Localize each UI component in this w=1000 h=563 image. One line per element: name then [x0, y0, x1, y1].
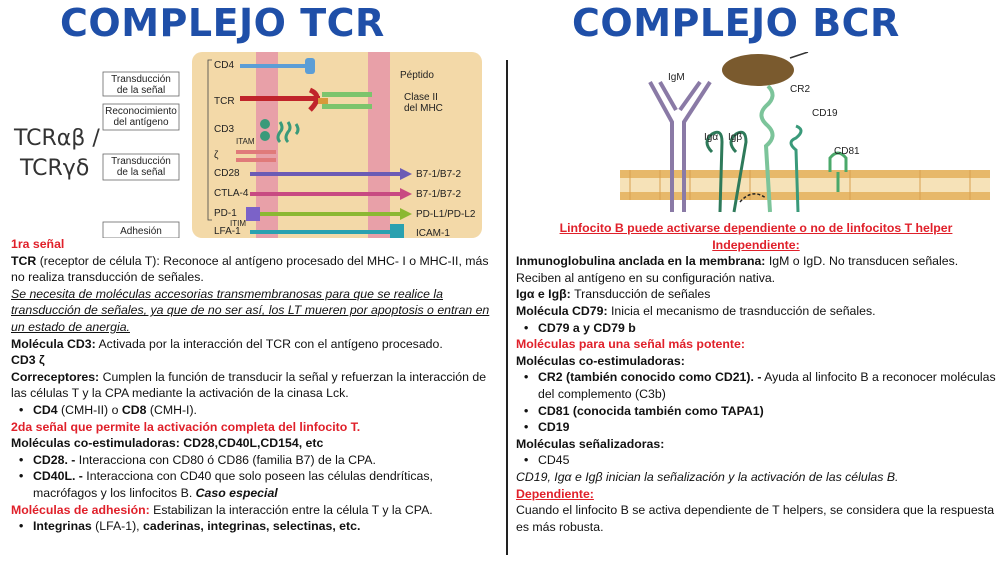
bcr-title: COMPLEJO BCR: [572, 1, 900, 45]
activation-heading: Linfocito B puede activarse dependiente …: [559, 221, 953, 235]
adhesion-paragraph: Moléculas de adhesión: Estabilizan la in…: [11, 502, 433, 517]
cd79-paragraph: Molécula CD79: Inicia el mecanismo de tr…: [516, 303, 876, 318]
group-box-4: [102, 221, 180, 238]
list-item: CD28. - Interacciona con CD80 ó CD86 (fa…: [11, 452, 499, 469]
label-itim: ITIM: [230, 219, 246, 228]
tcr-title: COMPLEJO TCR: [60, 1, 385, 45]
bcr-diagram: IgM Igα Igβ CR2 CD19 CD81: [620, 52, 990, 213]
label-igb: Igβ: [728, 132, 742, 143]
cd3-paragraph: Molécula CD3: Activada por la interacció…: [11, 336, 443, 351]
label-cd19: CD19: [812, 108, 838, 119]
ig-paragraph: Inmunoglobulina anclada en la membrana: …: [516, 254, 959, 285]
tcr-type-ab: TCRαβ /: [14, 126, 100, 151]
group-box-1: [102, 71, 180, 97]
cd79-list: CD79 a y CD79 b: [516, 320, 996, 337]
second-signal-heading: 2da señal que permite la activación comp…: [11, 419, 361, 434]
column-divider: [506, 60, 508, 555]
membrane-top: [620, 170, 990, 178]
ig-alpha-beta: [705, 130, 748, 213]
list-item: CD79 a y CD79 b: [516, 320, 996, 337]
label-cr2: CR2: [790, 84, 810, 95]
list-item: CD19: [516, 419, 996, 436]
label-lfa1: LFA-1: [214, 226, 241, 237]
bcr-costim-heading: Moléculas co-estimuladoras:: [516, 353, 685, 368]
independent-heading: Independiente:: [712, 237, 800, 252]
signaling-heading: Moléculas señalizadoras:: [516, 436, 665, 451]
label-pd1: PD-1: [214, 208, 237, 219]
group-label-4: Adhesión: [120, 226, 162, 237]
label-b7-2: B7-1/B7-2: [416, 189, 461, 200]
cd3-zeta: CD3 ζ: [11, 353, 45, 368]
antigen: [722, 54, 794, 86]
list-item: CD40L. - Interacciona con CD40 que solo …: [11, 468, 499, 501]
group-box-2: [102, 103, 180, 131]
coreceptor-list: CD4 (CMH-II) o CD8 (CMH-I).: [11, 402, 499, 419]
first-signal-heading: 1ra señal: [11, 237, 65, 251]
adhesion-list: Integrinas (LFA-1), caderinas, integrina…: [11, 518, 499, 535]
list-item: CR2 (también conocido como CD21). - Ayud…: [516, 369, 996, 402]
cd19-receptor: [789, 124, 803, 213]
label-peptide: Péptido: [400, 70, 434, 81]
coreceptors-paragraph: Correceptores: Cumplen la función de tra…: [11, 369, 487, 401]
cd81-receptor: [828, 151, 848, 192]
list-item: CD4 (CMH-II) o CD8 (CMH-I).: [11, 402, 499, 419]
iga-paragraph: Igα e Igβ: Transducción de señales: [516, 287, 711, 302]
accessory-note: Se necesita de moléculas accesorias tran…: [11, 286, 490, 334]
costim-heading: Moléculas co-estimuladoras: CD28,CD40L,C…: [11, 436, 324, 451]
dependent-paragraph: Cuando el linfocito B se activa dependie…: [516, 503, 995, 534]
signaling-list: CD45: [516, 452, 996, 469]
tcr-type-gd: TCRγδ: [20, 156, 90, 181]
bcr-text-column: Linfocito B puede activarse dependiente …: [516, 220, 996, 535]
label-cd4: CD4: [214, 60, 234, 71]
label-b7-1: B7-1/B7-2: [416, 169, 461, 180]
label-zeta: ζ: [214, 150, 219, 161]
label-pdl: PD-L1/PD-L2: [416, 209, 476, 220]
label-cd81: CD81: [834, 146, 860, 157]
label-igm: IgM: [668, 72, 685, 83]
dependent-heading: Dependiente:: [516, 486, 594, 501]
potent-heading: Moléculas para una señal más potente:: [516, 337, 745, 352]
membrane-bottom: [620, 192, 990, 200]
label-cd3: CD3: [214, 124, 234, 135]
apc-membrane: [368, 52, 390, 238]
list-item: CD81 (conocida también como TAPA1): [516, 403, 996, 420]
igm-receptor: [648, 80, 712, 212]
group-box-3: [102, 153, 180, 181]
label-itam: ITAM: [236, 137, 255, 146]
tcr-text-column: 1ra señal TCR (receptor de célula T): Re…: [11, 236, 499, 535]
label-cd28: CD28: [214, 168, 240, 179]
label-iga: Igα: [704, 132, 718, 143]
label-icam1: ICAM-1: [416, 228, 450, 238]
label-ctla4: CTLA-4: [214, 188, 249, 199]
tcr-types-label: TCRαβ / TCRγδ: [14, 124, 100, 184]
costim-list: CD28. - Interacciona con CD80 ó CD86 (fa…: [11, 452, 499, 502]
list-item: CD45: [516, 452, 996, 469]
label-tcr: TCR: [214, 96, 235, 107]
bcr-costim-list: CR2 (también conocido como CD21). - Ayud…: [516, 369, 996, 435]
list-item: Integrinas (LFA-1), caderinas, integrina…: [11, 518, 499, 535]
initiation-note: CD19, Igα e Igβ inician la señalización …: [516, 469, 899, 484]
cr2-receptor: [759, 84, 775, 213]
tcr-paragraph: TCR (receptor de célula T): Reconoce al …: [11, 253, 489, 285]
